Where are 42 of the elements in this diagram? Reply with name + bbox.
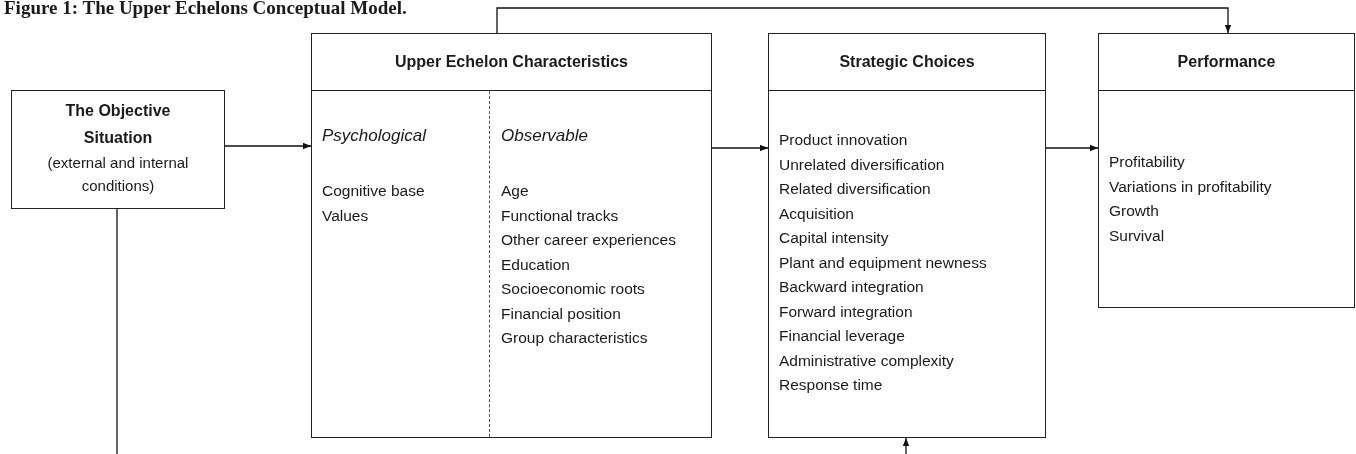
list-item: Education bbox=[501, 254, 570, 274]
list-item: Forward integration bbox=[779, 301, 913, 321]
list-item: Functional tracks bbox=[501, 205, 619, 225]
list-item: Growth bbox=[1109, 201, 1159, 220]
box-heading: The Objective Situation bbox=[64, 101, 172, 148]
list-item: Values bbox=[322, 205, 369, 225]
list-item: Backward integration bbox=[779, 277, 924, 296]
process-box bbox=[11, 90, 225, 209]
process-box bbox=[311, 33, 712, 438]
list-item: Cognitive base bbox=[322, 181, 425, 200]
list-item: Related diversification bbox=[779, 179, 931, 198]
list-item: Socioeconomic roots bbox=[501, 279, 645, 298]
column-heading: Psychological bbox=[322, 126, 426, 145]
arrow bbox=[902, 437, 910, 454]
list-item: Survival bbox=[1109, 225, 1165, 245]
process-box bbox=[768, 33, 1046, 438]
list-item: Other career experiences bbox=[501, 230, 676, 249]
list-item: Age bbox=[501, 181, 529, 200]
box-heading: Strategic Choices bbox=[839, 53, 975, 71]
connector-line bbox=[116, 208, 118, 454]
list-item: Financial leverage bbox=[779, 326, 905, 345]
list-item: Product innovation bbox=[779, 130, 908, 149]
list-item: Acquisition bbox=[779, 203, 854, 223]
arrow bbox=[496, 7, 1232, 34]
list-item: Plant and equipment newness bbox=[779, 252, 987, 272]
list-item: Unrelated diversification bbox=[779, 154, 945, 174]
arrow bbox=[224, 142, 312, 150]
list-item: Capital intensity bbox=[779, 228, 889, 247]
column-heading: Observable bbox=[501, 126, 588, 145]
figure-title: Figure 1: The Upper Echelons Conceptual Model. bbox=[4, 0, 407, 19]
list-item: Group characteristics bbox=[501, 328, 648, 347]
list-item: Profitability bbox=[1109, 152, 1185, 171]
list-item: Administrative complexity bbox=[779, 350, 954, 370]
process-box bbox=[1098, 33, 1355, 308]
list-item: Response time bbox=[779, 375, 883, 394]
box-heading: Upper Echelon Characteristics bbox=[395, 53, 628, 71]
box-subtitle: (external and internal conditions) bbox=[46, 153, 190, 196]
list-item: Financial position bbox=[501, 303, 621, 323]
arrow bbox=[1045, 144, 1099, 152]
list-item: Variations in profitability bbox=[1109, 176, 1272, 196]
arrow bbox=[711, 144, 769, 152]
box-heading: Performance bbox=[1177, 53, 1276, 71]
